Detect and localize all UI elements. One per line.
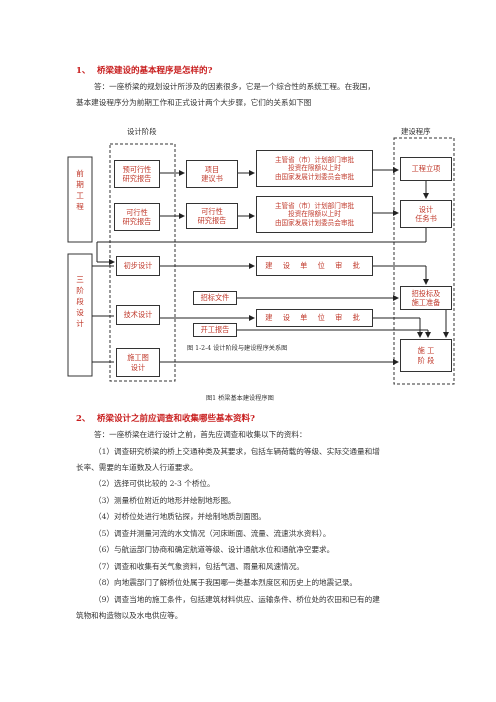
box-preliminary-design: 初步设计 <box>116 256 160 276</box>
box-design-task: 设计 任务书 <box>400 200 452 228</box>
box-tender-docs: 招标文件 <box>193 291 237 305</box>
approval-ndrc-1: 由国家发展计划委员会审批 <box>274 172 355 181</box>
q2-item-line: （1）调查研究桥梁的桥上交通种类及其要求，包括车辆荷载的等级、实际交通量和增 <box>94 447 380 456</box>
box-unit-approval-1: 建 设 单 位 审 批 <box>256 256 373 276</box>
q2-item-line: （4）对桥位处进行地质钻探，并绘制地质剖面图。 <box>94 512 266 521</box>
box-pre-feasibility: 预可行性 研究报告 <box>114 160 160 188</box>
box-start-report: 开工报告 <box>193 323 237 337</box>
box-construction-drawing: 施工图 设计 <box>116 348 160 377</box>
box-project-proposal: 项目 建议书 <box>186 160 238 188</box>
three-stage-label: 三阶段设计 <box>76 275 84 328</box>
early-stage-label: 前期工程 <box>76 169 84 211</box>
approval-province-1: 主管省（市）计划部门审批 <box>274 156 355 165</box>
q2-item-line: （7）调查和收集有关气象资料，包括气温、雨量和风速情况。 <box>94 562 304 571</box>
q2-item-line: （8）向地震部门了解桥位处属于我国哪一类基本烈度区和历史上的地震记录。 <box>94 578 358 587</box>
q1-title: 桥梁建设的基本程序是怎样的? <box>97 66 213 76</box>
box-unit-approval-2: 建 设 单 位 审 批 <box>256 309 373 327</box>
approval-limit-1: 投资在限额以上时 <box>288 164 341 173</box>
approval-ndrc-2: 由国家发展计划委员会审批 <box>274 218 355 227</box>
build-procedure-label: 建设程序 <box>401 127 431 136</box>
q2-item-line: （9）调查当地的施工条件，包括建筑材料供应、运输条件、桥位处的农田和已有的建 <box>94 595 380 604</box>
early-stage-frame <box>67 156 93 243</box>
q2-item-line: 长率、需要的车道数及人行道要求。 <box>76 463 198 472</box>
box-construction: 施 工 阶 段 <box>400 339 452 372</box>
box-approval-group-2: 主管省（市）计划部门审批 投资在限额以上时 由国家发展计划委员会审批 <box>256 196 373 233</box>
q2-item-line: 筑物和构造物以及水电供应等。 <box>76 611 183 620</box>
approval-limit-2: 投资在限额以上时 <box>288 210 341 219</box>
q2-number: 2、 <box>76 414 91 424</box>
box-project-approval: 工程立项 <box>400 157 452 181</box>
q1-answer-line2: 基本建设程序分为前期工作和正式设计两个大步骤，它们的关系如下图 <box>76 98 312 107</box>
q2-title: 桥梁设计之前应调查和收集哪些基本资料? <box>97 414 255 424</box>
q2-item-line: （5）调查并测量河流的水文情况（河床断面、流量、流速洪水资料）。 <box>94 529 331 538</box>
q2-item-line: （3）测量桥位附近的地形并绘制地形图。 <box>94 496 236 505</box>
figure-caption: 图1 桥梁基本建设程序图 <box>206 395 274 402</box>
q1-answer-line1: 答：一座桥梁的规划设计所涉及的因素很多，它是一个综合性的系统工程。在我国， <box>94 82 375 91</box>
box-feasibility: 可行性 研究报告 <box>114 203 160 231</box>
box-feasibility-report: 可行性 研究报告 <box>186 203 238 229</box>
q2-item-line: （6）与航运部门协商和确定航道等级、设计通航水位和通航净空要求。 <box>94 545 335 554</box>
q1-number: 1、 <box>76 66 91 76</box>
box-approval-group-1: 主管省（市）计划部门审批 投资在限额以上时 由国家发展计划委员会审批 <box>256 150 373 187</box>
build-procedure-region <box>393 137 455 385</box>
box-tender-prep: 招投标及 施工准备 <box>400 286 452 310</box>
inner-caption: 图 1-2-4 设计阶段与建设程序关系图 <box>187 345 288 352</box>
approval-province-2: 主管省（市）计划部门审批 <box>274 202 355 211</box>
q2-item-line: （2）选择可供比较的 2-3 个桥位。 <box>94 479 215 488</box>
q2-intro: 答：一座桥梁在进行设计之前，首先应调查和收集以下的资料： <box>94 430 307 439</box>
box-technical-design: 技术设计 <box>116 305 160 325</box>
design-stage-label: 设计阶段 <box>127 127 157 136</box>
three-stage-frame <box>67 253 93 377</box>
